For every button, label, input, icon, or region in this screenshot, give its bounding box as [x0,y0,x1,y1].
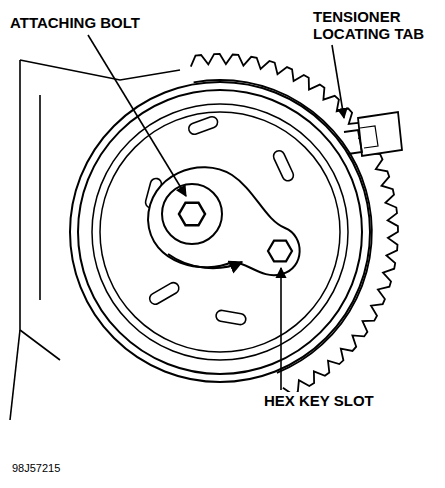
tensioner-pulley [70,82,370,382]
leader-lines [88,35,344,390]
attaching-bolt [179,203,205,226]
part-label: ATTACHING BOLT [8,14,142,31]
figure-number: 98J57215 [10,462,62,475]
eccentric-plate [148,167,300,275]
hex-key-slot-shape [268,241,292,262]
rotation-arrow [168,254,242,268]
part-label: HEX KEY SLOT [262,392,376,409]
part-label: TENSIONER LOCATING TAB [311,8,440,42]
locating-tab [344,112,402,156]
